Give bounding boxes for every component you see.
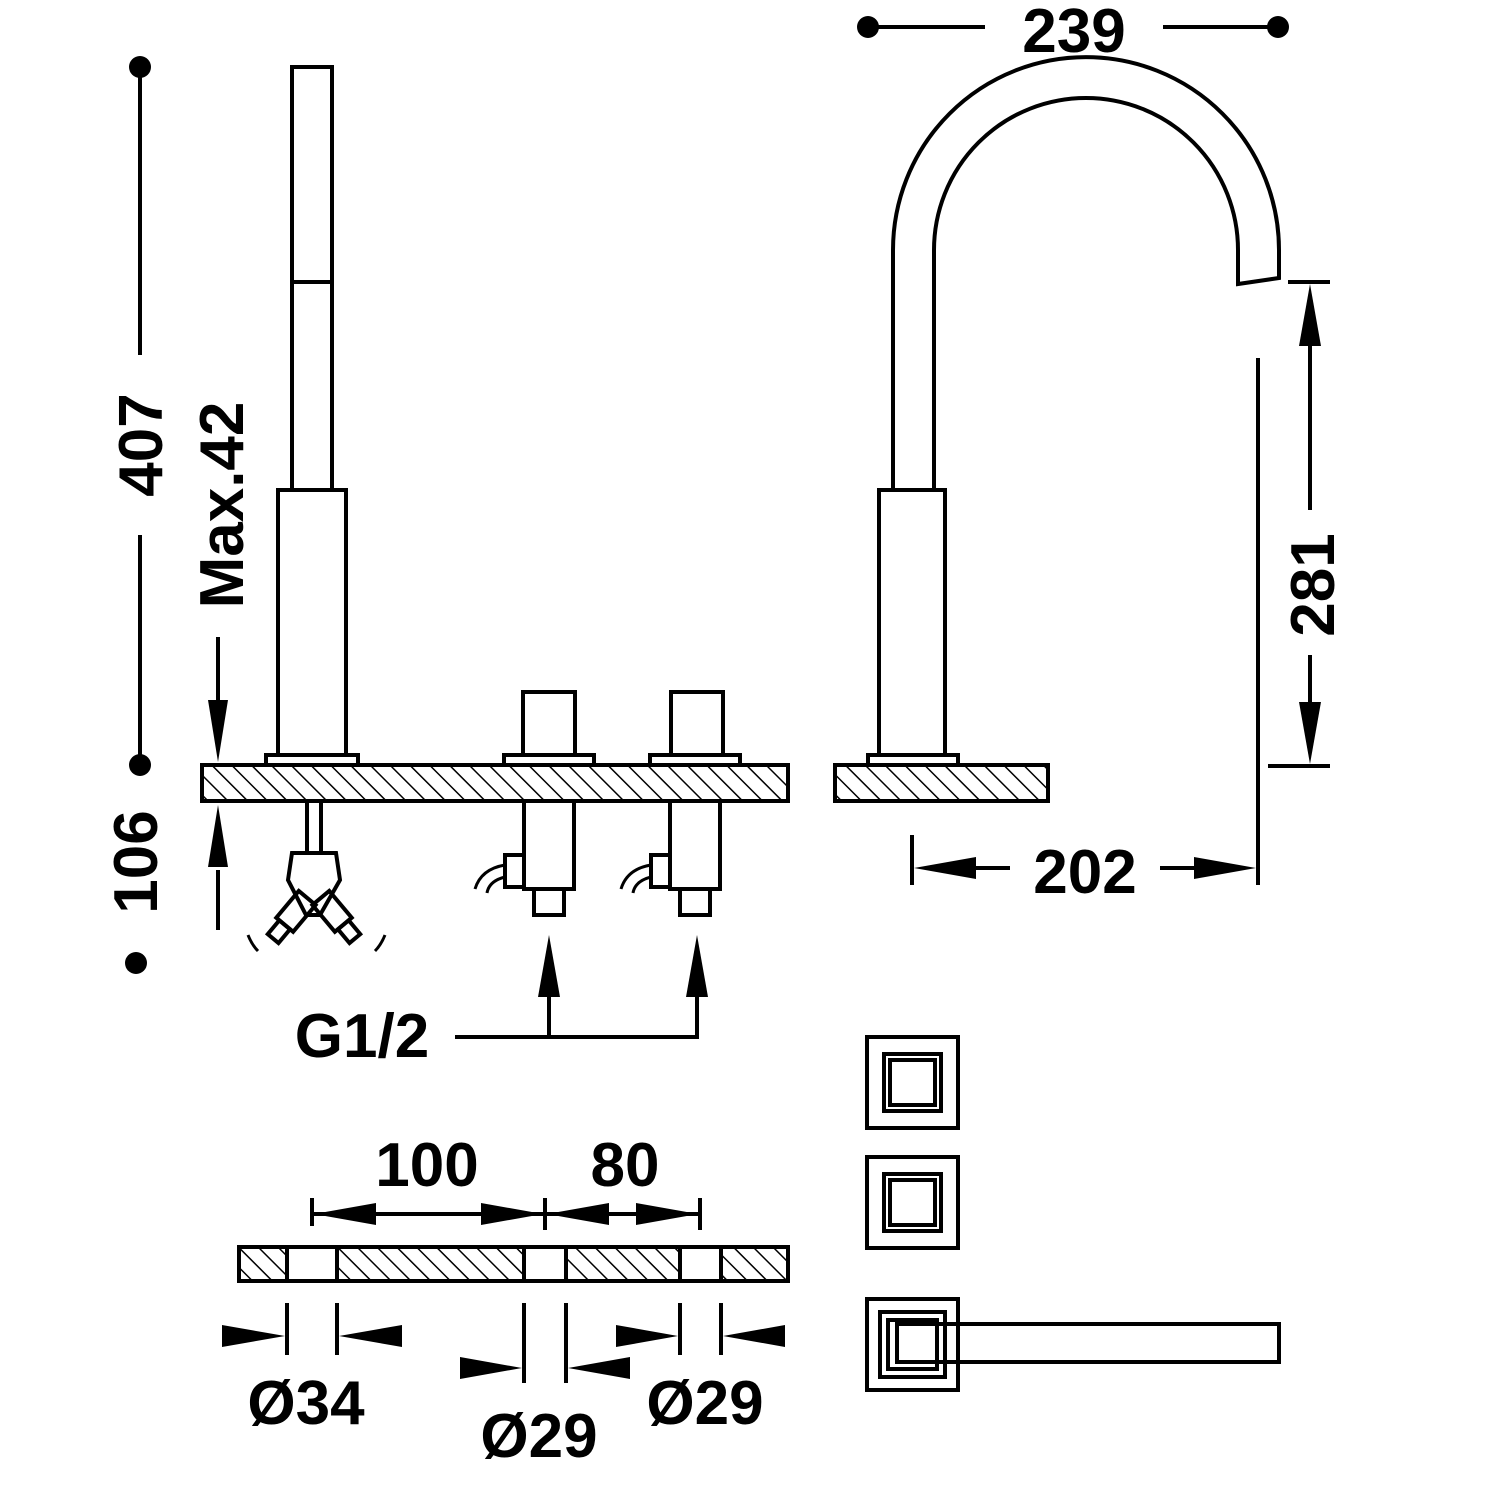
valve-right bbox=[619, 690, 742, 917]
hole-spacing-right-label: 80 bbox=[591, 1131, 660, 1200]
valve-left bbox=[473, 690, 596, 917]
dimension-hole-diameters: Ø34 Ø29 Ø29 bbox=[222, 1303, 785, 1471]
total-height-label: 407 bbox=[107, 393, 176, 496]
dimension-below-deck: 106 bbox=[102, 810, 171, 974]
spout-top-view bbox=[865, 1297, 1281, 1392]
deck-section bbox=[200, 763, 1050, 803]
dimension-hole-spacing: 100 80 bbox=[310, 1131, 702, 1230]
spout-outlet-height-label: 281 bbox=[1279, 533, 1348, 636]
connection-thread-callout: G1/2 bbox=[295, 935, 708, 1071]
spout bbox=[866, 55, 1281, 767]
hole-spacing-left-label: 100 bbox=[375, 1131, 478, 1200]
hole-diameter-middle-label: Ø29 bbox=[480, 1402, 597, 1471]
valve-handle-top-view-2 bbox=[865, 1155, 960, 1250]
deck-hole-plan bbox=[237, 1245, 790, 1283]
dimension-spout-outlet-height: 281 bbox=[1268, 280, 1348, 768]
below-deck-label: 106 bbox=[102, 810, 171, 913]
dimension-spout-reach: 239 bbox=[857, 0, 1289, 66]
connection-thread-label: G1/2 bbox=[295, 1002, 429, 1071]
hand-shower bbox=[264, 65, 360, 767]
dimension-max-deck: Max.42 bbox=[188, 402, 257, 930]
dimension-spout-projection: 202 bbox=[910, 358, 1260, 907]
dimension-total-height: 407 bbox=[107, 56, 176, 776]
max-deck-label: Max.42 bbox=[188, 402, 257, 609]
hole-diameter-right-label: Ø29 bbox=[646, 1369, 763, 1438]
spout-projection-label: 202 bbox=[1033, 838, 1136, 907]
valve-handle-top-view-1 bbox=[865, 1035, 960, 1130]
hole-diameter-left-label: Ø34 bbox=[247, 1369, 365, 1438]
diverter-connector bbox=[246, 799, 387, 953]
spout-reach-label: 239 bbox=[1022, 0, 1125, 66]
